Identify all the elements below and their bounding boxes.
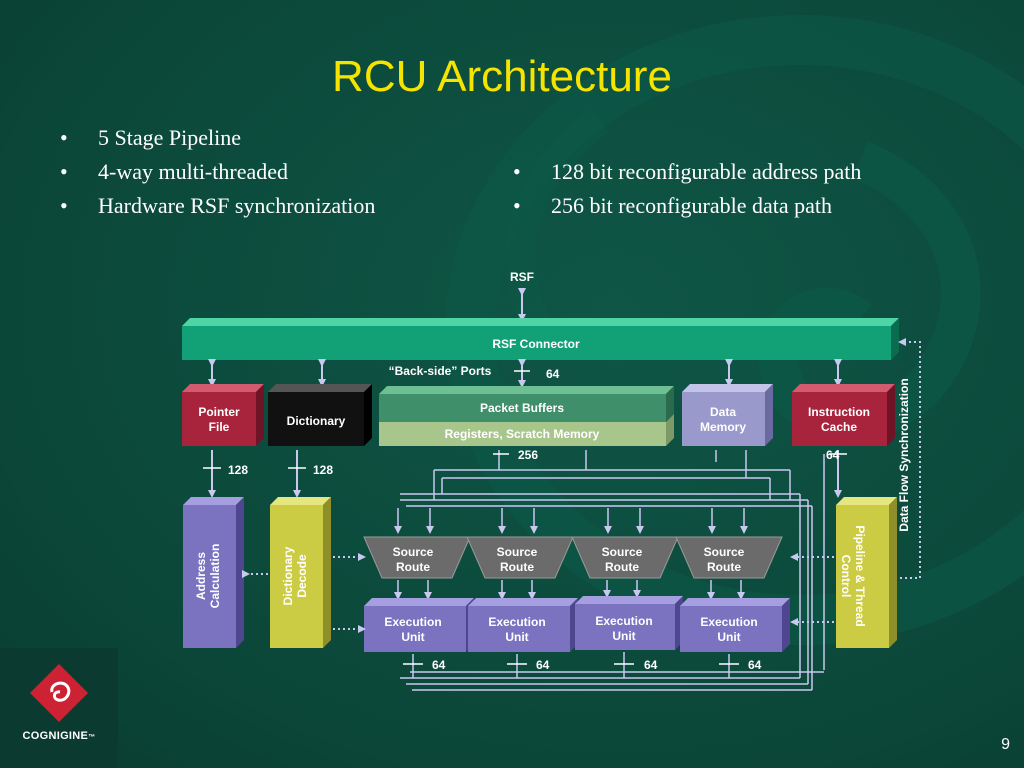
- execution-unit-block: Execution Unit: [575, 596, 683, 650]
- source-route-label: Source: [602, 545, 643, 559]
- instruction-cache-label: Cache: [821, 420, 857, 434]
- dictionary-label: Dictionary: [287, 414, 346, 428]
- source-route-inputs: [394, 508, 748, 534]
- rsf-connector-label: RSF Connector: [492, 337, 580, 351]
- control-dotted-arrows: [242, 338, 921, 633]
- bullet-list-right: 128 bit reconfigurable address path 256 …: [513, 155, 861, 223]
- data-memory-label: Memory: [700, 420, 746, 434]
- source-route-label: Source: [393, 545, 434, 559]
- source-route-label: Route: [500, 560, 534, 574]
- execution-unit-label: Execution: [488, 615, 545, 629]
- address-calculation-label: Address: [194, 552, 208, 600]
- exec-output-lines: [412, 652, 730, 678]
- execution-unit-label: Execution: [595, 614, 652, 628]
- page-number: 9: [1001, 736, 1010, 753]
- bus-width-256: 256: [518, 448, 538, 462]
- route-to-exec-arrows: [394, 580, 745, 600]
- execution-unit-label: Unit: [401, 630, 424, 644]
- source-route-label: Route: [396, 560, 430, 574]
- data-memory-label: Data: [710, 405, 736, 419]
- dictionary-decode-block: Dictionary Decode: [270, 497, 331, 648]
- pointer-file-block: Pointer File: [182, 384, 264, 446]
- instruction-cache-label: Instruction: [808, 405, 870, 419]
- dictionary-decode-label: Decode: [295, 554, 309, 598]
- source-route-block: Source Route: [675, 536, 783, 579]
- bus-width-128: 128: [228, 463, 248, 477]
- instruction-cache-block: Instruction Cache: [792, 384, 895, 446]
- execution-unit-block: Execution Unit: [680, 598, 790, 652]
- pipeline-thread-control-block: Pipeline & Thread Control: [836, 497, 897, 648]
- address-calculation-label: Calculation: [208, 544, 222, 609]
- slide-title: RCU Architecture: [332, 52, 672, 101]
- memory-stack-block: Packet Buffers Registers, Scratch Memory: [379, 386, 674, 446]
- backside-ports-label: “Back-side” Ports: [389, 364, 492, 378]
- execution-unit-label: Unit: [612, 629, 635, 643]
- packet-buffers-label: Packet Buffers: [480, 401, 564, 415]
- logo-text: COGNIGINE™: [22, 730, 96, 742]
- bus-width-64: 64: [546, 367, 560, 381]
- data-memory-block: Data Memory: [682, 384, 773, 446]
- bus-width-64: 64: [536, 658, 550, 672]
- dictionary-decode-label: Dictionary: [281, 546, 295, 605]
- connector-arrows: [208, 359, 842, 388]
- logo-panel: COGNIGINE™: [0, 648, 118, 768]
- bullet-item: 256 bit reconfigurable data path: [513, 189, 861, 223]
- bullet-item: 5 Stage Pipeline: [60, 121, 375, 155]
- source-route-block: Source Route: [571, 536, 679, 579]
- pipeline-thread-control-label: Pipeline & Thread: [853, 525, 867, 626]
- rsf-label: RSF: [510, 270, 534, 284]
- pipeline-thread-control-label: Control: [839, 555, 853, 598]
- source-route-block: Source Route: [466, 536, 574, 579]
- bullet-list-left: 5 Stage Pipeline 4-way multi-threaded Ha…: [60, 121, 375, 223]
- source-route-label: Route: [605, 560, 639, 574]
- address-calculation-block: Address Calculation: [183, 497, 244, 648]
- execution-unit-block: Execution Unit: [468, 598, 578, 652]
- source-route-label: Route: [707, 560, 741, 574]
- bus-width-64: 64: [748, 658, 762, 672]
- bullet-item: 128 bit reconfigurable address path: [513, 155, 861, 189]
- rsf-connector: RSF Connector: [182, 318, 899, 360]
- dictionary-block: Dictionary: [268, 384, 372, 446]
- bus-width-64: 64: [826, 448, 840, 462]
- execution-unit-label: Unit: [717, 630, 740, 644]
- bus-width-128: 128: [313, 463, 333, 477]
- execution-unit-block: Execution Unit: [364, 598, 474, 652]
- execution-unit-label: Execution: [384, 615, 441, 629]
- source-route-label: Source: [704, 545, 745, 559]
- registers-scratch-label: Registers, Scratch Memory: [445, 427, 600, 441]
- pointer-file-label: Pointer: [198, 405, 240, 419]
- execution-unit-label: Execution: [700, 615, 757, 629]
- data-bus-network: [400, 450, 825, 691]
- bullet-item: Hardware RSF synchronization: [60, 189, 375, 223]
- cognigine-logo-icon: [30, 664, 88, 722]
- bus-width-64: 64: [644, 658, 658, 672]
- execution-unit-label: Unit: [505, 630, 528, 644]
- bullet-item: 4-way multi-threaded: [60, 155, 375, 189]
- data-flow-sync-label: Data Flow Synchronization: [897, 378, 911, 531]
- source-route-label: Source: [497, 545, 538, 559]
- bus-width-64: 64: [432, 658, 446, 672]
- source-route-block: Source Route: [363, 536, 471, 579]
- pointer-file-label: File: [209, 420, 230, 434]
